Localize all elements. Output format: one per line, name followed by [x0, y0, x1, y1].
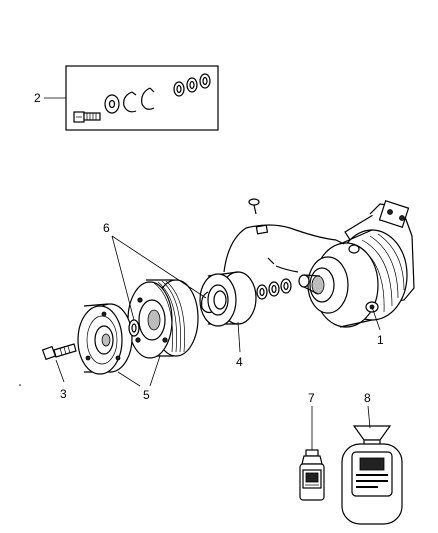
pulley	[127, 279, 199, 359]
ground-screw	[248, 198, 260, 215]
callout-8: 8	[364, 391, 371, 405]
clutch-shims	[256, 278, 292, 300]
kit-snap-ring-2	[141, 87, 155, 110]
clutch-wire-harness	[223, 224, 345, 273]
callout-5: 5	[143, 388, 150, 402]
callout-7: 7	[308, 391, 315, 405]
hub-spacer-ring	[128, 319, 140, 337]
refrigerant-tank	[341, 425, 403, 525]
callout-3: 3	[60, 387, 67, 401]
field-coil	[199, 271, 257, 327]
kit-washer	[104, 94, 120, 114]
kit-bolt	[73, 111, 101, 123]
hardware-kit-box	[65, 65, 219, 131]
compressor	[298, 200, 415, 328]
oil-bottle	[299, 449, 325, 501]
hub-bolt	[41, 343, 77, 361]
callout-2: 2	[34, 91, 41, 105]
callout-1: 1	[377, 333, 384, 347]
kit-shims	[173, 73, 211, 97]
coil-snap-ring	[201, 291, 213, 314]
kit-snap-ring-1	[123, 91, 137, 113]
clutch-hub-plate	[77, 303, 133, 375]
callout-6: 6	[103, 221, 110, 235]
callout-4: 4	[236, 355, 243, 369]
